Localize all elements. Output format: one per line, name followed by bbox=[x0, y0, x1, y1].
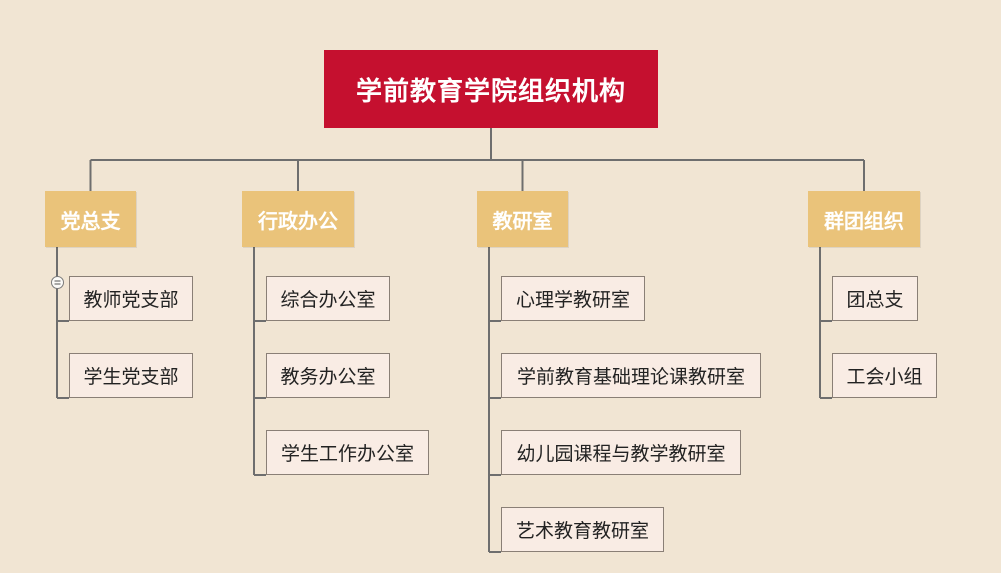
root-node[interactable]: 学前教育学院组织机构 bbox=[324, 50, 658, 128]
leaf-node[interactable]: 团总支 bbox=[832, 276, 918, 321]
category-node-administration[interactable]: 行政办公 bbox=[242, 191, 354, 247]
leaf-node[interactable]: 工会小组 bbox=[832, 353, 937, 398]
leaf-node[interactable]: 教师党支部 bbox=[69, 276, 193, 321]
collapse-glyph-icon bbox=[54, 280, 61, 285]
leaf-node[interactable]: 心理学教研室 bbox=[501, 276, 645, 321]
category-node-teaching-research[interactable]: 教研室 bbox=[477, 191, 568, 247]
leaf-node[interactable]: 教务办公室 bbox=[266, 353, 390, 398]
leaf-node[interactable]: 幼儿园课程与教学教研室 bbox=[501, 430, 741, 475]
collapse-toggle-icon[interactable] bbox=[51, 276, 64, 289]
leaf-node[interactable]: 学前教育基础理论课教研室 bbox=[501, 353, 761, 398]
leaf-node[interactable]: 学生工作办公室 bbox=[266, 430, 429, 475]
category-node-mass-organizations[interactable]: 群团组织 bbox=[808, 191, 920, 247]
leaf-node[interactable]: 艺术教育教研室 bbox=[501, 507, 664, 552]
leaf-node[interactable]: 学生党支部 bbox=[69, 353, 193, 398]
category-node-party-branch[interactable]: 党总支 bbox=[45, 191, 136, 247]
leaf-node[interactable]: 综合办公室 bbox=[266, 276, 390, 321]
